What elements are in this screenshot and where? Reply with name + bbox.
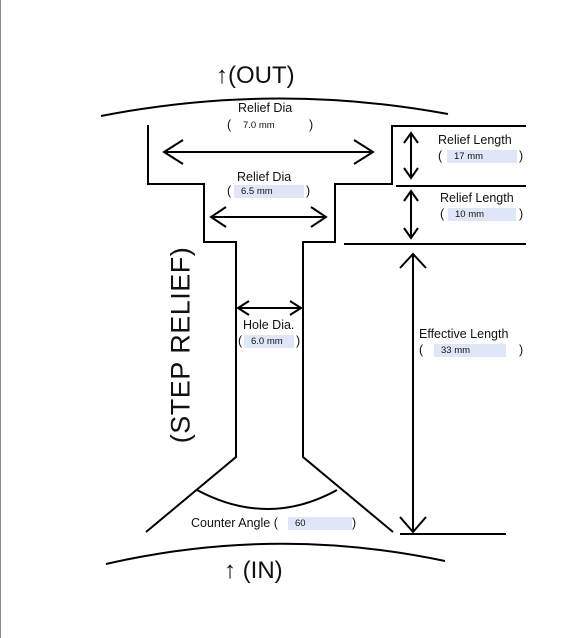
relief-length-2-paren-open: ( bbox=[440, 207, 445, 221]
relief-length-2-arrow-up bbox=[403, 189, 419, 202]
relief-dia-1-paren-open: ( bbox=[227, 118, 232, 132]
top-arc bbox=[100, 97, 449, 117]
relief-dia-2-label: Relief Dia bbox=[237, 170, 292, 184]
effective-length-paren-open: ( bbox=[419, 343, 424, 357]
relief-length-1-label: Relief Length bbox=[438, 133, 512, 147]
hole-dia-paren-close: ) bbox=[296, 334, 301, 348]
effective-length-arrow-up bbox=[399, 252, 427, 269]
relief-dia-1-arrow-right bbox=[353, 139, 375, 165]
hole-dia-paren-open: ( bbox=[238, 334, 243, 348]
hole-dia-field[interactable]: 6.0 mm bbox=[244, 335, 294, 348]
relief-dia-1-label: Relief Dia bbox=[238, 101, 293, 115]
hole-dia-label: Hole Dia. bbox=[243, 318, 295, 332]
relief-length-2-paren-close: ) bbox=[519, 207, 524, 221]
relief-length-1-field[interactable]: 17 mm bbox=[447, 150, 517, 163]
bottom-arc bbox=[105, 542, 446, 565]
relief-dia-1-paren-close: ) bbox=[309, 118, 314, 132]
counter-angle-label: Counter Angle ( bbox=[191, 516, 278, 530]
relief-dia-2-arrow-left bbox=[209, 206, 227, 228]
effective-length-label: Effective Length bbox=[419, 327, 509, 341]
hole-dia-arrow-right bbox=[289, 300, 303, 316]
effective-length-paren-close: ) bbox=[519, 343, 524, 357]
relief-length-1-arrow-up bbox=[403, 131, 419, 144]
counter-angle-arc bbox=[196, 489, 338, 510]
counter-angle-paren-close: ) bbox=[352, 516, 357, 530]
relief-dia-2-paren-close: ) bbox=[306, 184, 311, 198]
effective-length-arrow-down bbox=[399, 516, 427, 534]
profile-left bbox=[145, 125, 237, 533]
step-relief-label: (STEP RELIEF) bbox=[165, 246, 196, 444]
hole-dia-arrow-left bbox=[236, 300, 250, 316]
effective-length-field[interactable]: 33 mm bbox=[434, 344, 506, 357]
relief-length-2-field[interactable]: 10 mm bbox=[448, 208, 516, 221]
profile-right bbox=[302, 125, 394, 533]
in-direction-label: ↑ (IN) bbox=[224, 557, 283, 584]
relief-dia-1-arrow-left bbox=[162, 139, 184, 165]
relief-dia-1-field[interactable]: 7.0 mm bbox=[243, 120, 275, 131]
relief-dia-2-field[interactable]: 6.5 mm bbox=[234, 185, 304, 198]
relief-length-1-paren-open: ( bbox=[438, 149, 443, 163]
relief-length-2-arrow-down bbox=[403, 227, 419, 240]
relief-length-1-paren-close: ) bbox=[519, 149, 524, 163]
page-border bbox=[0, 0, 1, 638]
relief-length-1-arrow-down bbox=[403, 167, 419, 180]
counter-angle-field[interactable]: 60 bbox=[288, 517, 352, 530]
relief-length-2-label: Relief Length bbox=[440, 191, 514, 205]
relief-dia-2-paren-open: ( bbox=[227, 184, 232, 198]
relief-dia-2-arrow-right bbox=[310, 206, 328, 228]
out-direction-label: ↑(OUT) bbox=[216, 62, 295, 89]
